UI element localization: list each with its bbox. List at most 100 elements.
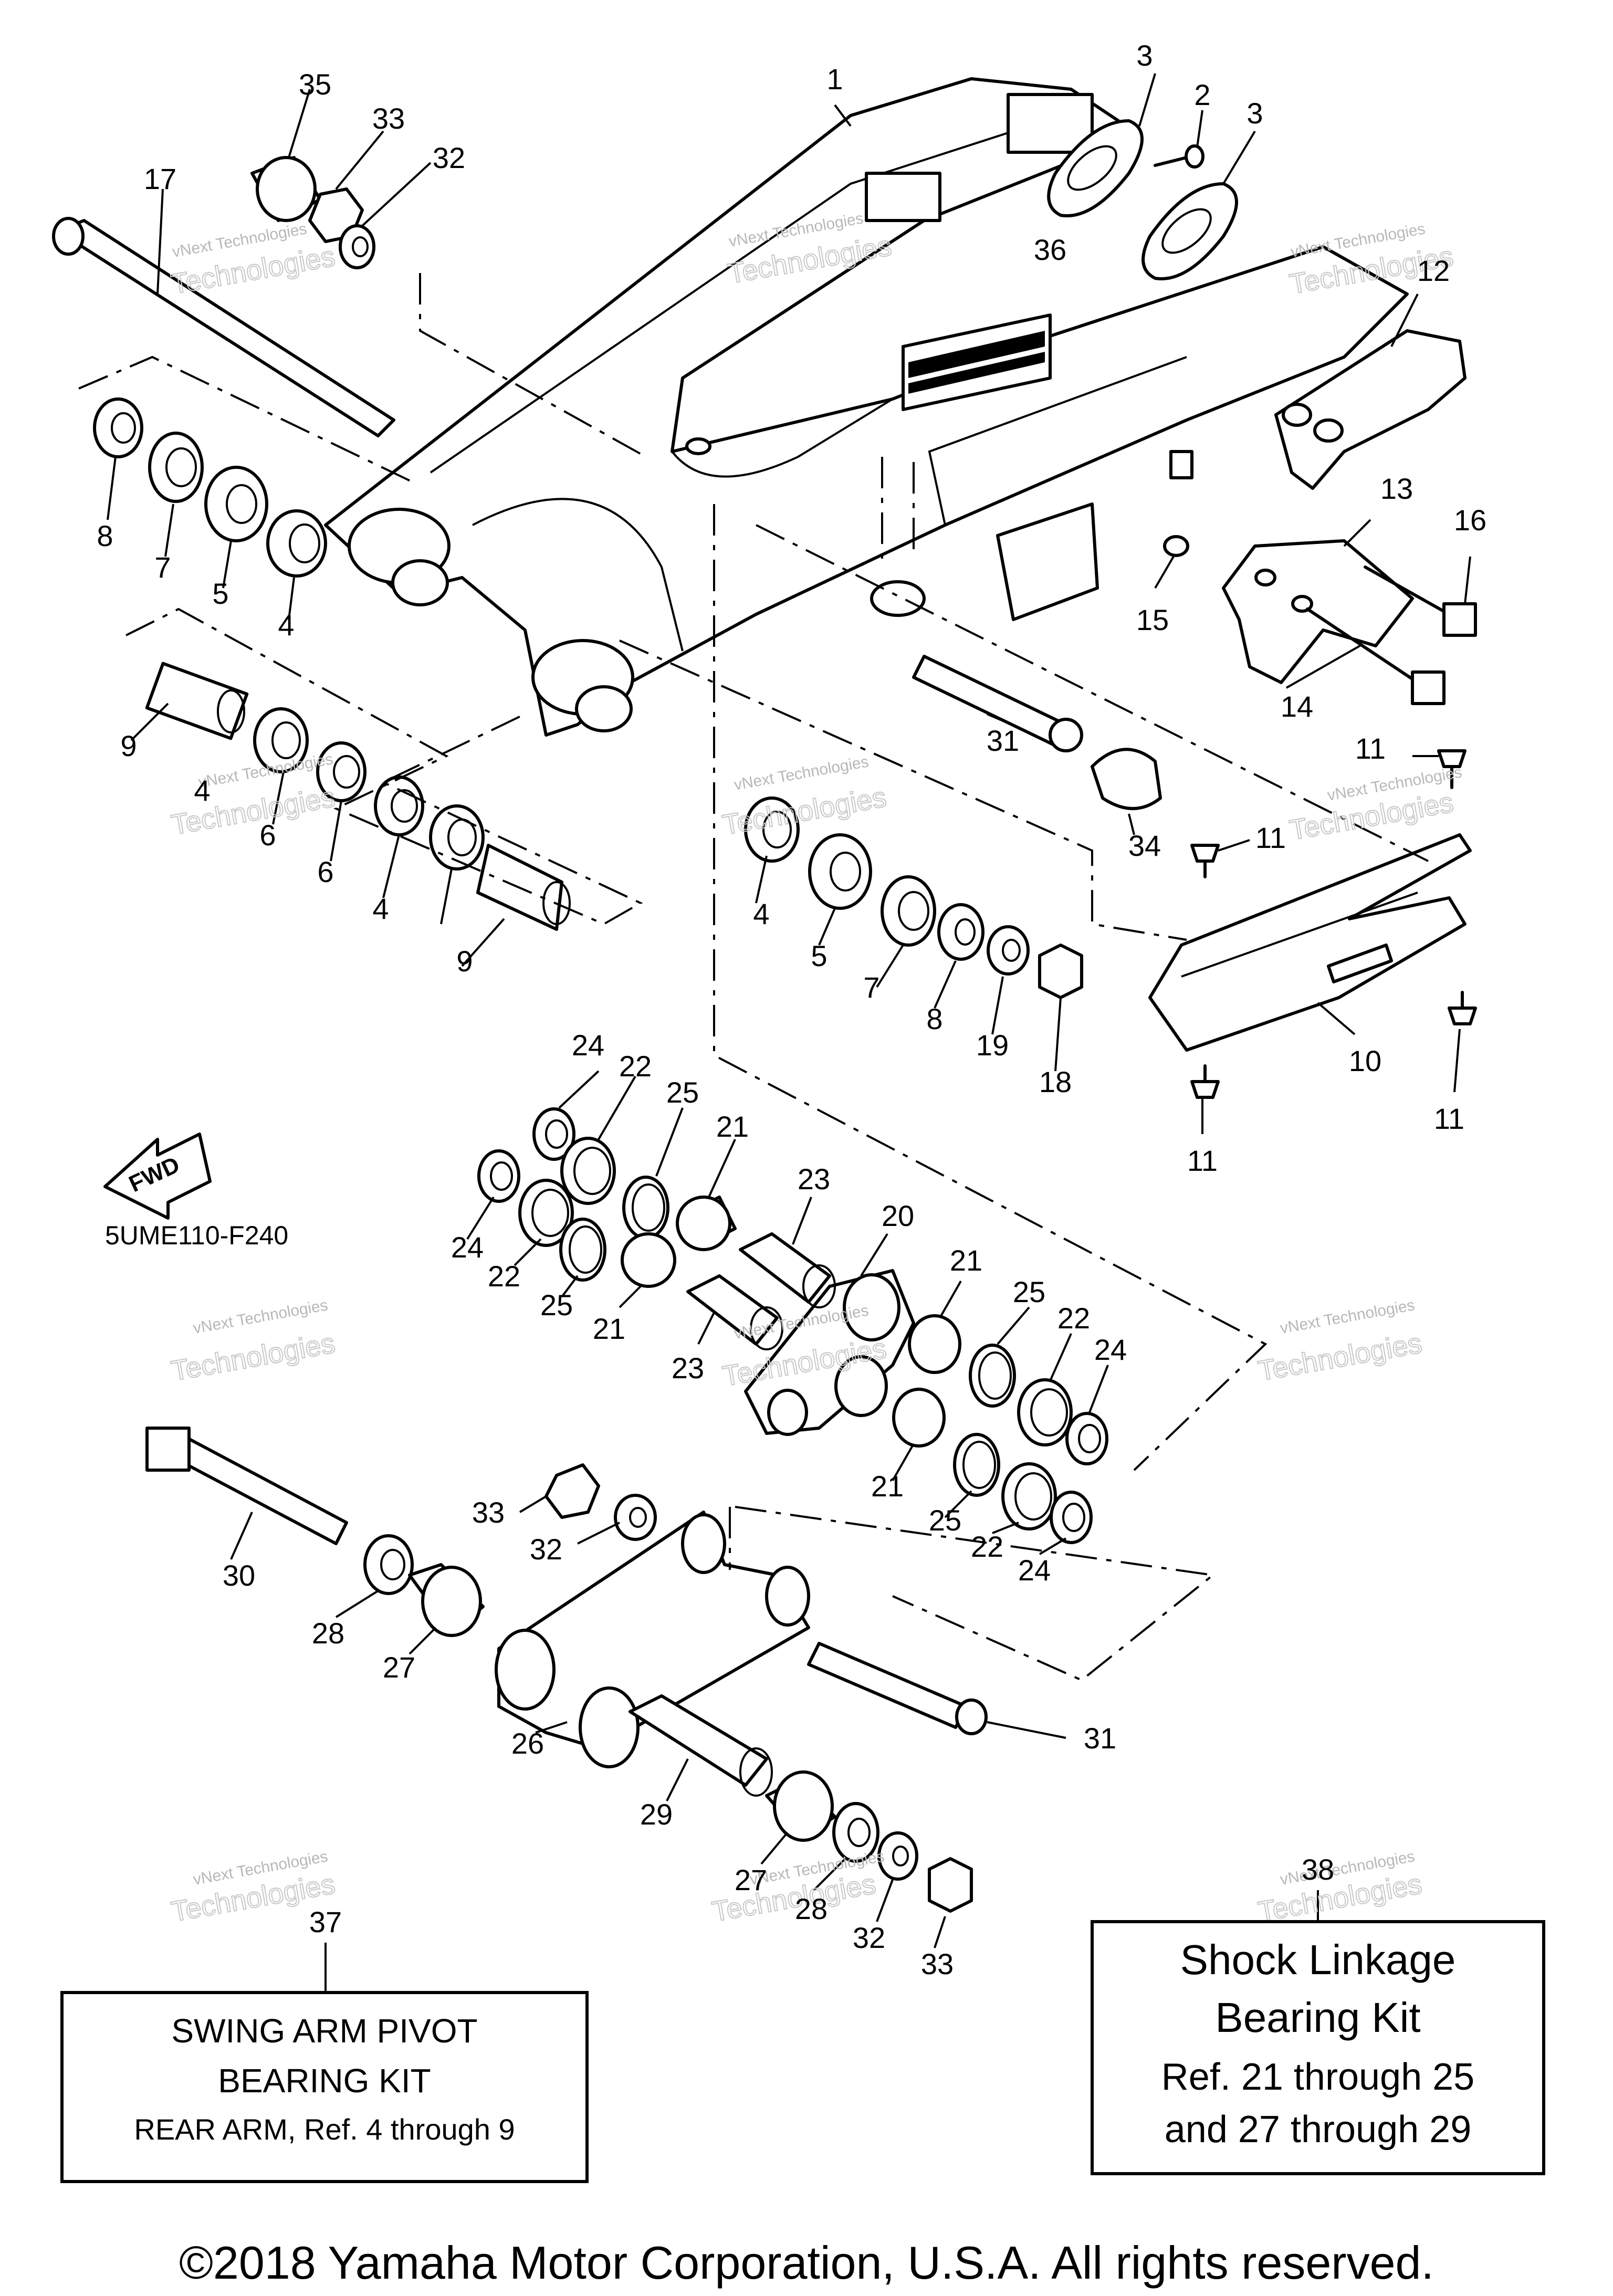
callout-25: 25 <box>540 1288 573 1322</box>
callout-8: 8 <box>97 519 113 552</box>
callout-35: 35 <box>299 68 331 101</box>
seal-28-a <box>363 1534 414 1595</box>
callout-25: 25 <box>929 1504 961 1537</box>
collar-15 <box>1163 535 1189 557</box>
pivot-seal-7 <box>148 432 204 503</box>
pivot-seal-8 <box>93 397 143 458</box>
callout-11: 11 <box>1434 1102 1464 1135</box>
callout-31: 31 <box>1084 1722 1116 1755</box>
callout-11: 11 <box>1355 732 1386 765</box>
shock-linkage-kit-line4: and 27 through 29 <box>1165 2109 1472 2151</box>
bolt-11-a <box>1437 749 1467 789</box>
callout-6: 6 <box>317 855 333 888</box>
swing-arm-kit-box: SWING ARM PIVOT BEARING KIT REAR ARM, Re… <box>60 1991 589 2183</box>
seal-22-b <box>518 1179 574 1247</box>
callout-23: 23 <box>672 1351 704 1385</box>
callout-24: 24 <box>1018 1554 1051 1587</box>
washer-32-c <box>877 1831 918 1881</box>
collar-23-b <box>686 1274 783 1350</box>
callout-37: 37 <box>309 1905 342 1938</box>
bolt-11-d <box>1190 1064 1220 1099</box>
callout-33: 33 <box>372 102 405 135</box>
adjuster-plates <box>1047 119 1238 280</box>
callout-22: 22 <box>1057 1302 1090 1335</box>
callout-21: 21 <box>716 1110 749 1143</box>
swing-arm <box>324 77 1409 737</box>
shock-linkage-kit-box: Shock Linkage Bearing Kit Ref. 21 throug… <box>1091 1920 1545 2175</box>
seal-24-d <box>1050 1491 1093 1544</box>
washer-32-b <box>614 1494 657 1541</box>
callout-13: 13 <box>1380 472 1413 505</box>
shock-linkage-kit-line3: Ref. 21 through 25 <box>1161 2056 1474 2098</box>
spacer-9b <box>476 844 571 931</box>
callout-21: 21 <box>950 1244 982 1277</box>
needle-bearing-4 <box>253 707 309 773</box>
oring-25-d <box>953 1433 1000 1497</box>
copyright-text: ©2018 Yamaha Motor Corporation, U.S.A. A… <box>179 2237 1434 2289</box>
swing-arm-kit-line1: SWING ARM PIVOT <box>171 2012 477 2050</box>
callout-33: 33 <box>921 1947 954 1980</box>
collar-27-a <box>408 1563 485 1637</box>
spacer-9 <box>145 662 249 740</box>
callout-26: 26 <box>511 1727 544 1760</box>
callout-32: 32 <box>530 1533 562 1566</box>
callout-28: 28 <box>795 1892 828 1925</box>
callout-32: 32 <box>853 1921 885 1954</box>
nut-33-b <box>544 1463 600 1519</box>
oring-25-c <box>969 1344 1016 1408</box>
washer-32 <box>339 224 375 269</box>
callout-11: 11 <box>1255 821 1286 854</box>
nut-33-c <box>928 1857 973 1913</box>
needle-21-a <box>676 1196 737 1251</box>
callout-numbers: 1 3 2 3 36 12 13 16 15 14 11 11 10 11 11… <box>97 39 1486 1980</box>
needle-21-c <box>908 1314 961 1374</box>
shock-linkage-kit-line1: Shock Linkage <box>1180 1936 1456 1983</box>
callout-4: 4 <box>194 774 210 807</box>
callout-27: 27 <box>735 1863 767 1896</box>
callout-23: 23 <box>798 1162 830 1196</box>
nut-18 <box>1038 943 1083 999</box>
needle-bearing-4b <box>429 804 485 871</box>
callout-15: 15 <box>1136 603 1169 636</box>
callout-8: 8 <box>926 1002 942 1035</box>
seal-24-b <box>477 1149 520 1203</box>
seal-8-right <box>937 903 984 961</box>
callout-5: 5 <box>212 577 228 610</box>
chain-guide <box>1274 329 1467 490</box>
callout-1: 1 <box>826 62 843 96</box>
callout-28: 28 <box>312 1617 344 1650</box>
bearing-5-right <box>808 833 872 910</box>
bolt-30 <box>145 1427 348 1545</box>
callout-4: 4 <box>372 892 389 925</box>
callout-21: 21 <box>593 1312 625 1345</box>
seal-24-c <box>1065 1412 1108 1465</box>
bolt-2 <box>1154 144 1204 169</box>
callout-11: 11 <box>1187 1144 1218 1177</box>
seal-28-b <box>832 1802 879 1863</box>
swing-arm-kit-line2: BEARING KIT <box>218 2062 431 2100</box>
seal-22-d <box>1001 1462 1057 1530</box>
callout-18: 18 <box>1039 1065 1072 1098</box>
callout-34: 34 <box>1128 829 1161 862</box>
needle-21-b <box>621 1232 676 1288</box>
relay-arm <box>744 1269 915 1436</box>
callout-25: 25 <box>666 1076 699 1109</box>
callout-29: 29 <box>640 1798 673 1831</box>
callout-25: 25 <box>1013 1275 1045 1308</box>
callout-24: 24 <box>1094 1333 1127 1366</box>
swing-arm-label-sticker <box>902 313 1052 411</box>
cap-34 <box>1091 748 1162 810</box>
callout-19: 19 <box>976 1029 1009 1062</box>
callout-27: 27 <box>383 1651 415 1684</box>
callout-14: 14 <box>1281 690 1313 723</box>
callout-32: 32 <box>433 141 465 174</box>
callout-12: 12 <box>1417 254 1450 287</box>
bearing-4-right <box>744 796 800 863</box>
leader-lines <box>107 73 1471 1993</box>
callout-4: 4 <box>753 897 769 930</box>
svg-text:Technologies: Technologies <box>169 1327 338 1387</box>
collar-27-b <box>765 1770 836 1842</box>
callout-22: 22 <box>971 1530 1003 1563</box>
bolt-31-upper <box>912 655 1083 752</box>
bolt-11-c <box>1448 991 1477 1025</box>
